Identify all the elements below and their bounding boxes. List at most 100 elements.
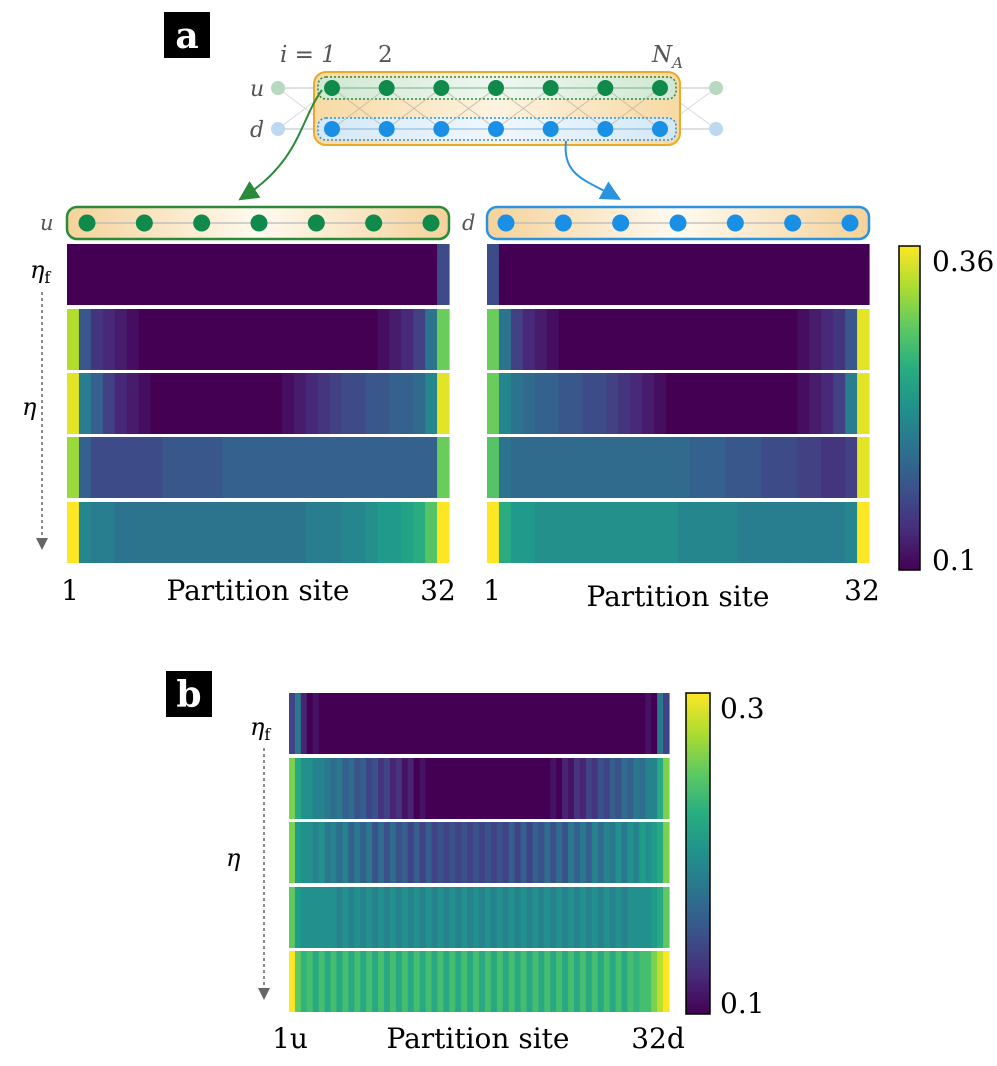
- heatmap-cell: [289, 822, 296, 883]
- heatmap-cell: [360, 822, 367, 883]
- heatmap-cell: [642, 502, 655, 563]
- heatmap-cell: [126, 502, 140, 563]
- heatmap-cell: [305, 437, 319, 498]
- heatmap-cell: [546, 373, 560, 434]
- heatmap-cell: [654, 244, 667, 305]
- heatmap-cell: [761, 502, 775, 563]
- heatmap-cell: [467, 822, 474, 883]
- heatmap-cell: [484, 887, 492, 948]
- heatmap-cell: [443, 758, 450, 819]
- heatmap-cell: [138, 244, 152, 305]
- heatmap-cell: [258, 502, 271, 563]
- heatmap-cell: [532, 951, 539, 1012]
- heatmap-cell: [102, 502, 116, 563]
- heatmap-cell: [342, 693, 349, 754]
- heatmap-cell: [437, 309, 450, 370]
- heatmap-cell: [269, 309, 283, 370]
- heatmap-cell: [372, 693, 379, 754]
- heatmap-cell: [594, 502, 607, 563]
- heatmap-cell: [568, 887, 575, 948]
- heatmap-cell: [330, 693, 338, 754]
- colorbar-b: [685, 692, 711, 1015]
- heatmap-cell: [534, 309, 548, 370]
- heatmap-cell: [579, 951, 587, 1012]
- heatmap-cell: [389, 693, 397, 754]
- heatmap-cell: [354, 887, 361, 948]
- heatmap-cell: [749, 437, 763, 498]
- heatmap-cell: [281, 437, 295, 498]
- heatmap-cell: [360, 758, 367, 819]
- heatmap-cell: [797, 244, 810, 305]
- heatmap-cell: [821, 437, 834, 498]
- heatmap-cell: [642, 244, 655, 305]
- heatmap-cell: [354, 758, 361, 819]
- heatmap-cell: [562, 822, 569, 883]
- heatmap-cell: [570, 309, 584, 370]
- colorbar-b-min: 0.1: [720, 987, 765, 1020]
- heatmap-cell: [330, 951, 338, 1012]
- lattice-site-u: [433, 80, 450, 96]
- heatmap-a-d: [487, 244, 870, 563]
- heatmap-cell: [618, 437, 631, 498]
- heatmap-cell: [833, 437, 846, 498]
- heatmap-cell: [556, 758, 563, 819]
- colorbar-a-min: 0.1: [932, 544, 977, 577]
- heatmap-cell: [372, 887, 379, 948]
- heatmap-cell: [425, 309, 438, 370]
- heatmap-cell: [550, 758, 557, 819]
- lattice-site-u: [488, 80, 504, 96]
- heatmap-cell: [678, 437, 691, 498]
- heatmap-cell: [522, 437, 536, 498]
- panel-a: a i = 1 2 NA u d: [22, 12, 994, 613]
- heatmap-cell: [67, 502, 80, 563]
- heatmap-cell: [785, 309, 798, 370]
- heatmap-cell: [603, 693, 611, 754]
- heatmap-cell: [689, 502, 703, 563]
- heatmap-cell: [401, 822, 409, 883]
- heatmap-cell: [833, 502, 846, 563]
- heatmap-cell: [377, 502, 390, 563]
- heatmap-cell: [514, 887, 522, 948]
- heatmap-cell: [324, 693, 332, 754]
- heatmap-cell: [615, 951, 623, 1012]
- heatmap-cell: [114, 309, 128, 370]
- heatmap-cell: [546, 244, 560, 305]
- heatmap-cell: [78, 502, 92, 563]
- heatmap-cell: [413, 693, 421, 754]
- heatmap-cell: [360, 951, 367, 1012]
- heatmap-cell: [633, 887, 640, 948]
- heatmap-cell: [603, 951, 611, 1012]
- heatmap-cell: [510, 244, 524, 305]
- heatmap-cell: [773, 437, 787, 498]
- heatmap-cell: [389, 822, 397, 883]
- heatmap-cell: [645, 951, 652, 1012]
- a-d-x-end: 32: [844, 574, 880, 607]
- heatmap-cell: [341, 437, 355, 498]
- heatmap-cell: [490, 951, 498, 1012]
- heatmap-cell: [689, 244, 703, 305]
- heatmap-cell: [618, 502, 631, 563]
- heatmap-cell: [526, 693, 534, 754]
- heatmap-cell: [615, 693, 623, 754]
- heatmap-cell: [437, 244, 450, 305]
- heatmap-cell: [234, 502, 247, 563]
- heatmap-cell: [258, 437, 271, 498]
- panel-b: b ηf η 1u Partition site 32d 0.3 0.1: [166, 671, 765, 1055]
- lattice-site-u: [542, 80, 559, 96]
- heatmap-cell: [384, 758, 391, 819]
- heatmap-cell: [401, 309, 414, 370]
- heatmap-cell: [222, 437, 235, 498]
- panel-b-tag: b: [176, 674, 201, 716]
- heatmap-cell: [657, 951, 664, 1012]
- heatmap-cell: [395, 758, 403, 819]
- heatmap-cell: [663, 887, 670, 948]
- heatmap-cell: [594, 373, 607, 434]
- heatmap-cell: [574, 758, 581, 819]
- heatmap-cell: [150, 309, 164, 370]
- b-x-start: 1u: [272, 1022, 308, 1055]
- heatmap-cell: [455, 758, 462, 819]
- heatmap-cell: [348, 822, 355, 883]
- heatmap-cell: [532, 758, 539, 819]
- heatmap-cell: [162, 309, 176, 370]
